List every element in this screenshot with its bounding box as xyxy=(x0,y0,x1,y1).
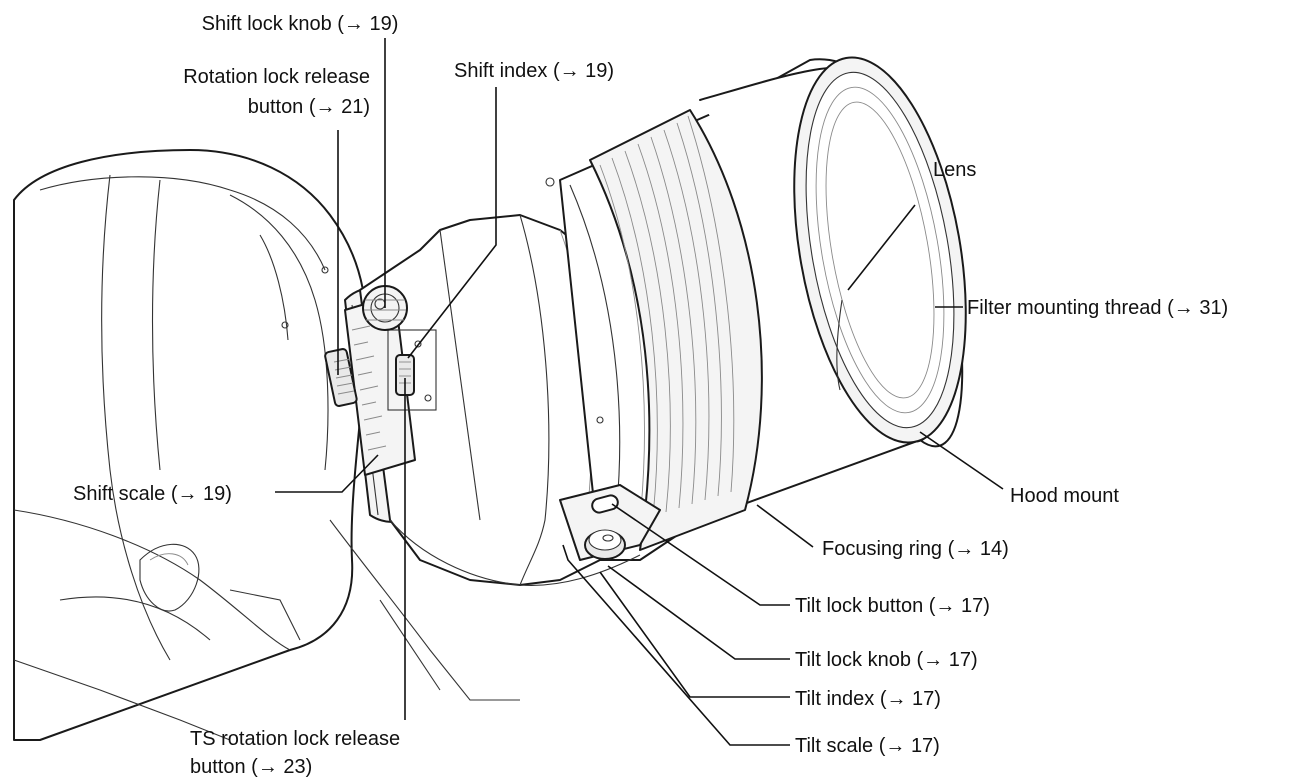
label-ts-rotation-line1: TS rotation lock release xyxy=(190,728,400,750)
label-shift-index: Shift index (→ 19) xyxy=(454,60,614,82)
label-rotation-lock-line1: Rotation lock release xyxy=(183,66,370,88)
label-tilt-lock-button: Tilt lock button (→ 17) xyxy=(795,595,990,617)
camera-body xyxy=(13,149,520,741)
leader-tilt-lock-knob xyxy=(607,565,790,660)
label-rotation-lock-line2: button (→ 21) xyxy=(248,96,370,118)
leader-tilt-scale xyxy=(562,544,790,746)
leader-tilt-index xyxy=(599,571,790,698)
label-tilt-index: Tilt index (→ 17) xyxy=(795,688,941,710)
lens-barrel xyxy=(324,56,967,586)
label-filter-thread: Filter mounting thread (→ 31) xyxy=(967,297,1228,319)
label-shift-lock-knob: Shift lock knob (→ 19) xyxy=(202,13,399,35)
leader-lines xyxy=(275,38,1004,746)
callout-labels: Shift lock knob (→ 19) Rotation lock rel… xyxy=(73,13,1228,778)
leader-shift-scale xyxy=(275,454,379,493)
label-shift-scale: Shift scale (→ 19) xyxy=(73,483,232,505)
label-hood-mount: Hood mount xyxy=(1010,485,1119,507)
label-tilt-lock-knob: Tilt lock knob (→ 17) xyxy=(795,649,978,671)
label-lens: Lens xyxy=(933,159,976,181)
leader-tilt-lock-button xyxy=(611,503,790,606)
leader-lens xyxy=(847,204,916,291)
label-focusing-ring: Focusing ring (→ 14) xyxy=(822,538,1009,560)
label-ts-rotation-line2: button (→ 23) xyxy=(190,756,312,778)
leader-shift-index xyxy=(407,87,497,359)
label-tilt-scale: Tilt scale (→ 17) xyxy=(795,735,940,757)
leader-focusing-ring xyxy=(756,504,814,548)
leader-hood-mount xyxy=(919,431,1004,490)
